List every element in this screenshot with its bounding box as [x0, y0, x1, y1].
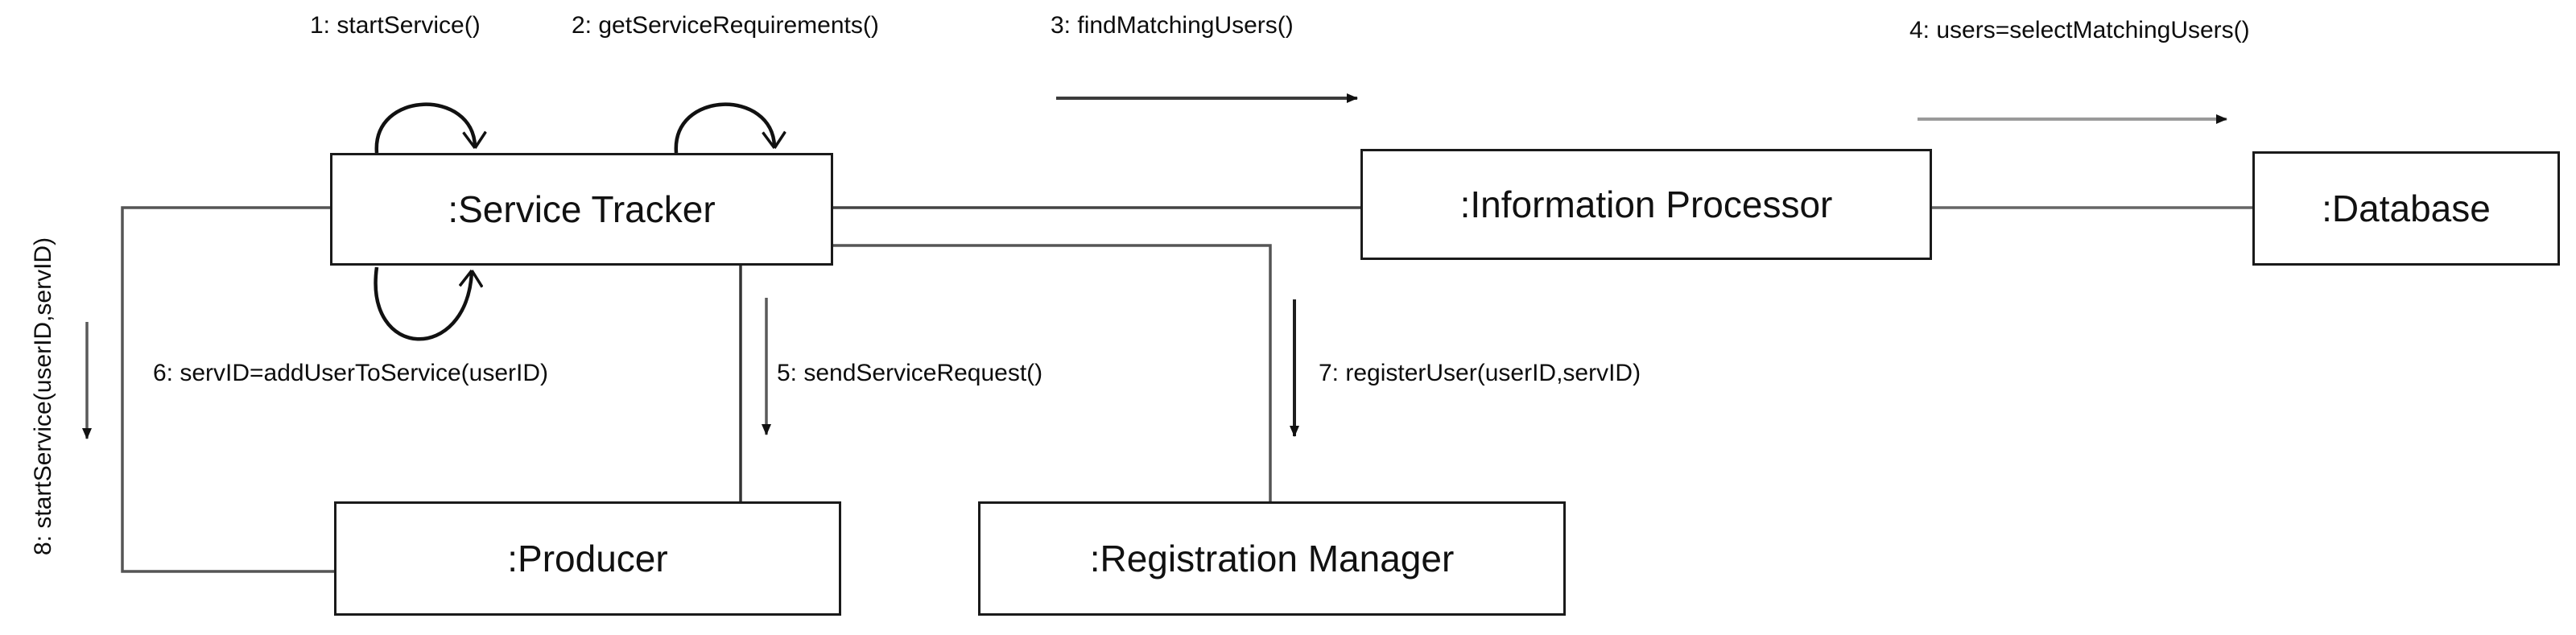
object-label-database: :Database: [2322, 188, 2491, 229]
message-label-2: 2: getServiceRequirements(): [572, 12, 879, 39]
object-producer[interactable]: :Producer: [334, 501, 841, 616]
object-registration-manager[interactable]: :Registration Manager: [978, 501, 1566, 616]
message-label-3: 3: findMatchingUsers(): [1051, 12, 1294, 39]
message-label-4: 4: users=selectMatchingUsers(): [1909, 17, 2250, 43]
object-label-producer: :Producer: [507, 538, 668, 579]
object-information-processor[interactable]: :Information Processor: [1360, 149, 1932, 260]
object-label-registration-manager: :Registration Manager: [1089, 538, 1455, 579]
message-label-8: 8: startService(userID,servID): [30, 237, 56, 555]
object-database[interactable]: :Database: [2252, 151, 2560, 266]
message-label-5: 5: sendServiceRequest(): [777, 360, 1043, 386]
object-label-service-tracker: :Service Tracker: [448, 188, 716, 230]
message-2-self-loop: [674, 102, 774, 154]
message-label-6: 6: servID=addUserToService(userID): [153, 360, 549, 386]
message-label-7: 7: registerUser(userID,servID): [1319, 360, 1641, 386]
link-external-tracker: [121, 206, 334, 573]
object-label-information-processor: :Information Processor: [1459, 183, 1833, 225]
message-6-self-loop: [374, 266, 472, 341]
object-service-tracker[interactable]: :Service Tracker: [330, 153, 833, 266]
message-1-self-loop: [374, 102, 475, 154]
message-label-1: 1: startService(): [310, 12, 481, 39]
